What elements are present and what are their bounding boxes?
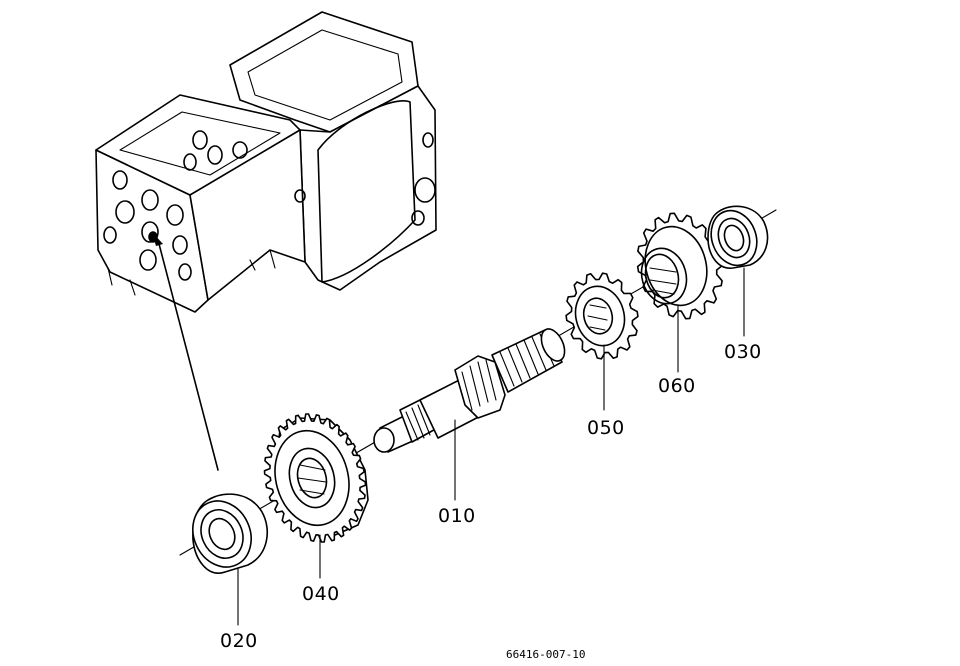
location-arrow-head (152, 232, 163, 246)
label-030: 030 (724, 341, 762, 363)
label-020: 020 (220, 630, 258, 652)
figure-number: 66416-007-10 (506, 648, 585, 661)
label-040: 040 (302, 583, 340, 605)
label-050: 050 (587, 417, 625, 439)
shaft-010 (373, 328, 566, 501)
gear-050 (565, 272, 639, 411)
label-060: 060 (658, 375, 696, 397)
gear-060 (636, 212, 724, 373)
bearing-030 (707, 205, 769, 337)
location-arrow-line (157, 239, 219, 471)
bearing-020 (192, 493, 269, 574)
case-top-holes (183, 130, 436, 226)
gear-040 (263, 413, 369, 543)
transmission-case (95, 11, 437, 313)
label-010: 010 (438, 505, 476, 527)
